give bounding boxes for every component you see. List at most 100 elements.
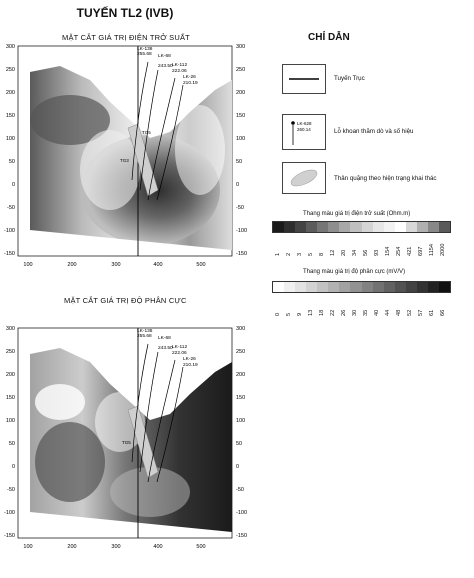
- polarization-scale-swatch: [339, 282, 351, 292]
- resistivity-scale-tick: 1154: [429, 243, 436, 256]
- polarization-scale-swatch: [284, 282, 296, 292]
- polarization-scale-swatch: [383, 282, 395, 292]
- svg-text:0: 0: [12, 464, 15, 470]
- svg-text:0: 0: [236, 464, 239, 470]
- svg-text:-150: -150: [236, 251, 247, 257]
- resistivity-scale-swatch: [273, 222, 285, 232]
- resistivity-scale-swatch: [339, 222, 351, 232]
- resistivity-scale-swatch: [383, 222, 395, 232]
- svg-text:255.68: 255.68: [137, 333, 152, 339]
- borehole-labels: LK-136 255.68 LK-68 243.50 LK-112 222.06…: [137, 46, 198, 86]
- polarization-scale-tick: 22: [329, 309, 336, 316]
- resistivity-scale-swatch: [394, 222, 406, 232]
- polarization-scale-swatch: [427, 282, 439, 292]
- polarization-scale-tick: 52: [407, 309, 414, 316]
- svg-text:-100: -100: [236, 228, 247, 234]
- resistivity-scale-swatch: [427, 222, 439, 232]
- polarization-scale-swatch: [361, 282, 373, 292]
- svg-text:100: 100: [236, 418, 245, 424]
- resistivity-color-scale: [272, 221, 451, 233]
- svg-text:500: 500: [196, 544, 205, 550]
- resistivity-scale-tick: 1: [274, 252, 281, 256]
- resistivity-scale-tick: 5: [307, 252, 314, 256]
- svg-text:LK-628: LK-628: [297, 121, 312, 126]
- resistivity-scale-swatch: [438, 222, 450, 232]
- x-axis: 100 200 300 400 500: [23, 262, 205, 268]
- svg-text:250: 250: [6, 67, 15, 73]
- svg-text:150: 150: [6, 113, 15, 119]
- svg-text:50: 50: [9, 159, 15, 165]
- svg-text:LK-136: LK-136: [137, 46, 153, 52]
- svg-text:250: 250: [236, 349, 245, 355]
- svg-text:0: 0: [12, 182, 15, 188]
- legend-ore-label: Thân quặng theo hiện trạng khai thác: [334, 175, 437, 182]
- borehole-labels: LK-136 255.68 LK-68 243.50 LK-112 222.06…: [137, 328, 198, 368]
- svg-text:0: 0: [236, 182, 239, 188]
- svg-text:150: 150: [236, 113, 245, 119]
- svg-text:LK-112: LK-112: [172, 62, 187, 68]
- svg-text:150: 150: [236, 395, 245, 401]
- resistivity-scale-tick: 56: [363, 249, 370, 256]
- resistivity-scale-tick: 254: [396, 246, 403, 256]
- polarization-scale-swatch: [438, 282, 450, 292]
- svg-text:400: 400: [153, 544, 162, 550]
- polarization-color-scale: [272, 281, 451, 293]
- svg-text:250: 250: [236, 67, 245, 73]
- polarization-scale-tick: 48: [396, 309, 403, 316]
- svg-text:TG3: TG3: [120, 158, 129, 163]
- polarization-scale-tick: 57: [418, 309, 425, 316]
- x-axis: 100 200 300 400 500: [23, 544, 205, 550]
- polarization-scale-tick: 40: [374, 309, 381, 316]
- svg-text:243.50: 243.50: [158, 63, 173, 69]
- svg-text:LK-136: LK-136: [137, 328, 153, 334]
- svg-text:100: 100: [23, 262, 32, 268]
- y-axis-right: 300 250 200 150 100 50 0 -50 -100 -150: [236, 44, 247, 257]
- legend-ore-swatch: [282, 162, 326, 194]
- resistivity-scale-tick: 2: [285, 252, 292, 256]
- section-title-resistivity: MẶT CẮT GIÁ TRỊ ĐIỆN TRỞ SUẤT: [62, 33, 190, 42]
- ore-labels: TG5: [122, 440, 131, 445]
- svg-text:-50: -50: [236, 205, 244, 211]
- resistivity-scale-tick: 421: [407, 246, 414, 256]
- resistivity-scale-swatch: [317, 222, 329, 232]
- svg-text:-100: -100: [4, 228, 15, 234]
- svg-text:300: 300: [111, 544, 120, 550]
- page-title: TUYẾN TL2 (IVB): [76, 6, 174, 20]
- svg-text:300: 300: [236, 44, 245, 50]
- resistivity-scale-swatch: [416, 222, 428, 232]
- resistivity-scale-tick: 154: [385, 246, 392, 256]
- resistivity-scale-swatch: [306, 222, 318, 232]
- legend-title: CHỈ DẪN: [308, 32, 350, 43]
- svg-text:250: 250: [6, 349, 15, 355]
- svg-text:-150: -150: [4, 533, 15, 539]
- polarization-scale-swatch: [394, 282, 406, 292]
- polarization-scale-swatch: [328, 282, 340, 292]
- resistivity-scale-tick: 34: [351, 249, 358, 256]
- polarization-scale-swatch: [273, 282, 285, 292]
- polarization-scale-swatch: [317, 282, 329, 292]
- polarization-scale-tick: 13: [307, 309, 314, 316]
- svg-text:-100: -100: [4, 510, 15, 516]
- resistivity-scale-swatch: [328, 222, 340, 232]
- svg-text:150: 150: [6, 395, 15, 401]
- polarization-scale-tick: 30: [351, 309, 358, 316]
- svg-text:300: 300: [6, 326, 15, 332]
- svg-text:243.50: 243.50: [158, 345, 173, 351]
- svg-text:200: 200: [236, 90, 245, 96]
- svg-text:200: 200: [6, 90, 15, 96]
- svg-text:300: 300: [6, 44, 15, 50]
- polarization-scale-tick: 26: [340, 309, 347, 316]
- polarization-scale-tick: 35: [363, 309, 370, 316]
- svg-text:200: 200: [236, 372, 245, 378]
- resistivity-scale-tick: 93: [374, 249, 381, 256]
- resistivity-scale-swatch: [405, 222, 417, 232]
- polarization-scale-tick: 0: [274, 312, 281, 316]
- resistivity-scale-swatch: [295, 222, 307, 232]
- section-title-polarization: MẶT CẮT GIÁ TRỊ ĐỘ PHÂN CỰC: [64, 296, 187, 305]
- polarization-scale-tick: 9: [296, 312, 303, 316]
- svg-text:255.68: 255.68: [137, 51, 152, 57]
- legend-borehole-label: Lỗ khoan thăm dò và số hiệu: [334, 128, 414, 135]
- polarization-scale-tick: 61: [429, 309, 436, 316]
- polarization-scale-tick: 5: [285, 312, 292, 316]
